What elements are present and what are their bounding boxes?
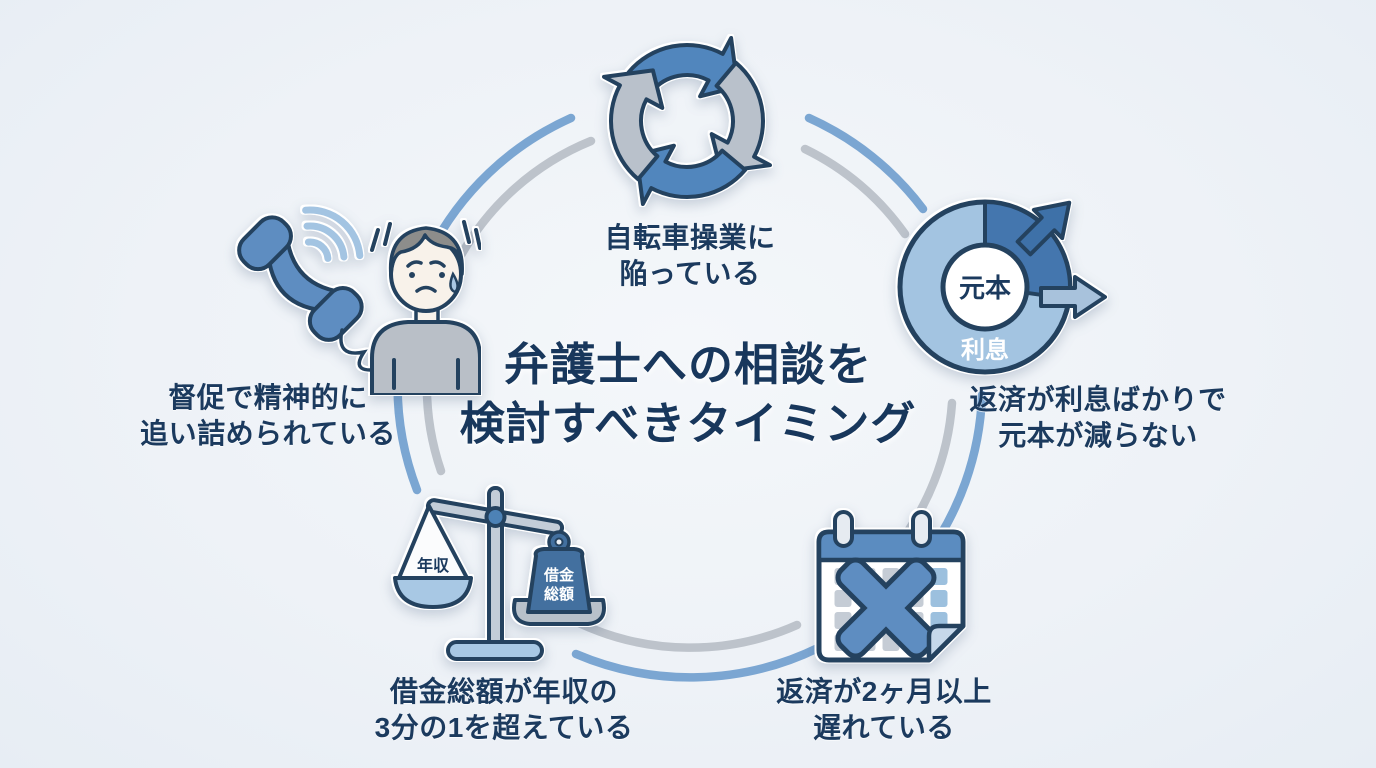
- worried-person-icon: [370, 220, 481, 395]
- x-mark-icon: [835, 557, 937, 659]
- sound-waves-icon: [302, 206, 364, 262]
- calendar-x-icon: [816, 510, 966, 663]
- label-ratio-line2: 3分の1を超えている: [374, 711, 634, 743]
- balance-scale-icon: 年収 借金 総額: [393, 486, 606, 661]
- stress-marks: [370, 220, 481, 252]
- label-overdue-line2: 遅れている: [813, 711, 955, 743]
- label-cycle: 自転車操業に 陥っている: [520, 220, 860, 291]
- pie-center-label: 元本: [959, 273, 1011, 303]
- pie-ring-label: 利息: [961, 336, 1009, 364]
- page-title: 弁護士への相談を 検討すべきタイミング: [0, 336, 1376, 453]
- phone-person-icon: [237, 206, 481, 395]
- label-ratio: 借金総額が年収の 3分の1を超えている: [334, 674, 674, 745]
- debt-pie-icon: 元本 利息: [897, 186, 1107, 375]
- label-pressure-line1: 督促で精神的に: [168, 382, 368, 413]
- label-ratio-line1: 借金総額が年収の: [389, 676, 618, 707]
- scale-weight-label2: 総額: [544, 585, 574, 603]
- arc-gray-set: [422, 136, 957, 652]
- phone-handset-icon: [237, 215, 364, 342]
- scale-weight-debt: 借金 総額: [512, 530, 606, 626]
- label-overdue: 返済が2ヶ月以上 遅れている: [714, 674, 1054, 745]
- label-cycle-line1: 自転車操業に: [604, 222, 776, 253]
- phone-cord: [339, 328, 388, 372]
- label-pressure: 督促で精神的に 追い詰められている: [98, 380, 438, 451]
- label-interest-line2: 元本が減らない: [998, 419, 1198, 451]
- cycle-arrows-icon: [602, 36, 772, 206]
- scale-pan-label: 年収: [417, 556, 450, 575]
- page-title-line2: 検討すべきタイミング: [459, 397, 917, 449]
- label-overdue-line1: 返済が2ヶ月以上: [776, 676, 992, 707]
- label-pressure-line2: 追い詰められている: [140, 417, 396, 449]
- label-interest-line1: 返済が利息ばかりで: [969, 384, 1227, 415]
- page-title-line1: 弁護士への相談を: [503, 339, 872, 390]
- label-interest: 返済が利息ばかりで 元本が減らない: [928, 382, 1268, 453]
- scale-weight-label1: 借金: [543, 566, 575, 584]
- scale-pan-income: 年収: [393, 504, 473, 609]
- label-cycle-line2: 陥っている: [619, 257, 761, 289]
- folded-corner: [926, 623, 966, 663]
- calendar-rings: [833, 510, 932, 548]
